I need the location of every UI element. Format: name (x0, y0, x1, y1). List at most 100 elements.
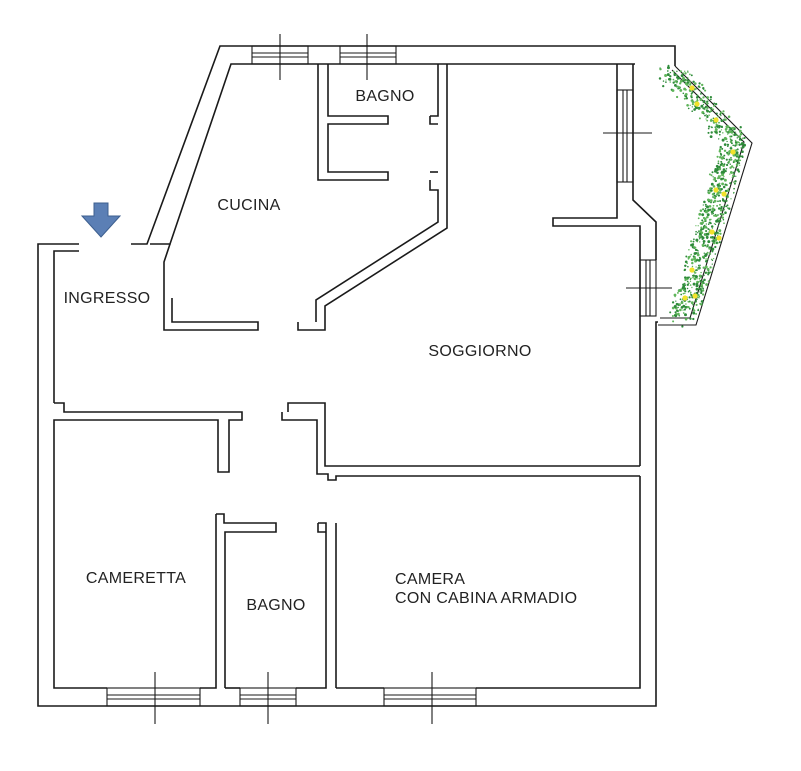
plant-dot (709, 95, 713, 99)
plant-dot (714, 214, 718, 218)
plant-dot (689, 82, 692, 85)
plant-dot (693, 238, 695, 241)
plant-dot (665, 79, 667, 81)
plant-dot (705, 220, 707, 222)
plant-dot (710, 190, 712, 193)
plant-dot (724, 118, 727, 121)
plant-dot (729, 159, 732, 161)
plant-dot (730, 131, 734, 134)
plant-dot (723, 136, 727, 140)
plant-dot (709, 119, 713, 122)
plant-dot (717, 176, 719, 179)
plant-dot (701, 213, 705, 217)
plant-dot (732, 171, 735, 174)
plant-dot (708, 199, 711, 202)
plant-dot (708, 114, 710, 116)
plant-dot (708, 247, 711, 250)
plant-dot (735, 148, 738, 151)
plant-dot (717, 214, 719, 216)
window-right-upper (603, 89, 652, 183)
plant-dot (723, 222, 725, 225)
plant-dot (718, 149, 722, 153)
plant-dot (693, 108, 696, 111)
plant-dot (702, 112, 705, 115)
plant-dot (673, 293, 677, 297)
plant-dot (695, 230, 697, 233)
plant-dot (711, 207, 715, 211)
plant-dot (732, 144, 735, 147)
plant-dot (683, 269, 686, 272)
room-label-ingresso: INGRESSO (64, 290, 151, 307)
plant-dot (723, 175, 725, 178)
plant-dot (698, 277, 701, 280)
plant-dot (700, 283, 704, 287)
plant-dot (720, 129, 723, 131)
plant-dot (704, 244, 707, 247)
plant-dot (735, 175, 737, 177)
plant-dot (711, 126, 713, 129)
plant-dot (711, 213, 713, 215)
plant-dot (680, 81, 682, 83)
plant-dot (689, 278, 692, 281)
plant-dot (719, 208, 723, 212)
plant-dot (733, 181, 735, 183)
plant-dot (718, 187, 721, 190)
plant-dot (713, 223, 716, 225)
room-label-bagno-top: BAGNO (355, 88, 414, 105)
plant-dot (734, 158, 737, 161)
plant-dot (723, 113, 725, 115)
plant-dot (672, 70, 675, 73)
plant-dot (730, 198, 732, 200)
plant-dot (739, 129, 742, 133)
plant-dot (706, 237, 709, 240)
plant-dot (684, 317, 688, 321)
plant-dot (733, 182, 736, 185)
plant-dot (687, 107, 690, 110)
room-label-cameretta: CAMERETTA (86, 570, 186, 587)
plant-dot (695, 287, 699, 291)
plant-dot (684, 82, 686, 84)
plant-dot (696, 95, 699, 99)
plant-dot (667, 66, 670, 70)
plant-dot (697, 309, 700, 312)
plant-dot (714, 102, 718, 106)
plant-dot (721, 197, 724, 200)
plant-dot (695, 282, 699, 286)
plant-dot (725, 158, 728, 161)
plant-dot (721, 173, 725, 177)
plant-dot (697, 85, 700, 88)
plant-dot (713, 242, 716, 245)
plant-dot (673, 73, 677, 77)
plant-dot (706, 102, 708, 105)
plant-dot (719, 213, 722, 215)
plant-dot (739, 132, 743, 136)
plant-dot (690, 99, 693, 102)
plant-dot (704, 203, 707, 206)
plant-dot (718, 203, 721, 206)
plant-dot (698, 274, 702, 278)
terrace-plants-icon (658, 64, 747, 328)
plant-dot (724, 189, 728, 193)
plant-dot (678, 303, 682, 306)
plant-dot (718, 167, 722, 171)
plant-dot (721, 213, 724, 216)
plant-dot (681, 300, 683, 303)
plant-dot (662, 84, 665, 88)
plant-dot (704, 271, 707, 274)
plant-dot (718, 121, 720, 124)
plant-dot (675, 73, 677, 76)
plant-dot (696, 94, 699, 96)
plant-dot (723, 163, 726, 166)
plant-dot (709, 221, 711, 224)
plant-dot (703, 274, 705, 276)
plant-dot (724, 170, 727, 173)
flower-dot (730, 149, 736, 155)
plant-dot (719, 175, 722, 177)
plant-dot (710, 174, 713, 177)
plant-dot (718, 229, 722, 233)
room-labels: BAGNO CUCINA INGRESSO SOGGIORNO CAMERETT… (64, 88, 577, 614)
plant-dot (698, 259, 701, 262)
plant-dot (729, 138, 732, 140)
plant-dot (727, 133, 729, 135)
plant-dot (676, 81, 678, 84)
